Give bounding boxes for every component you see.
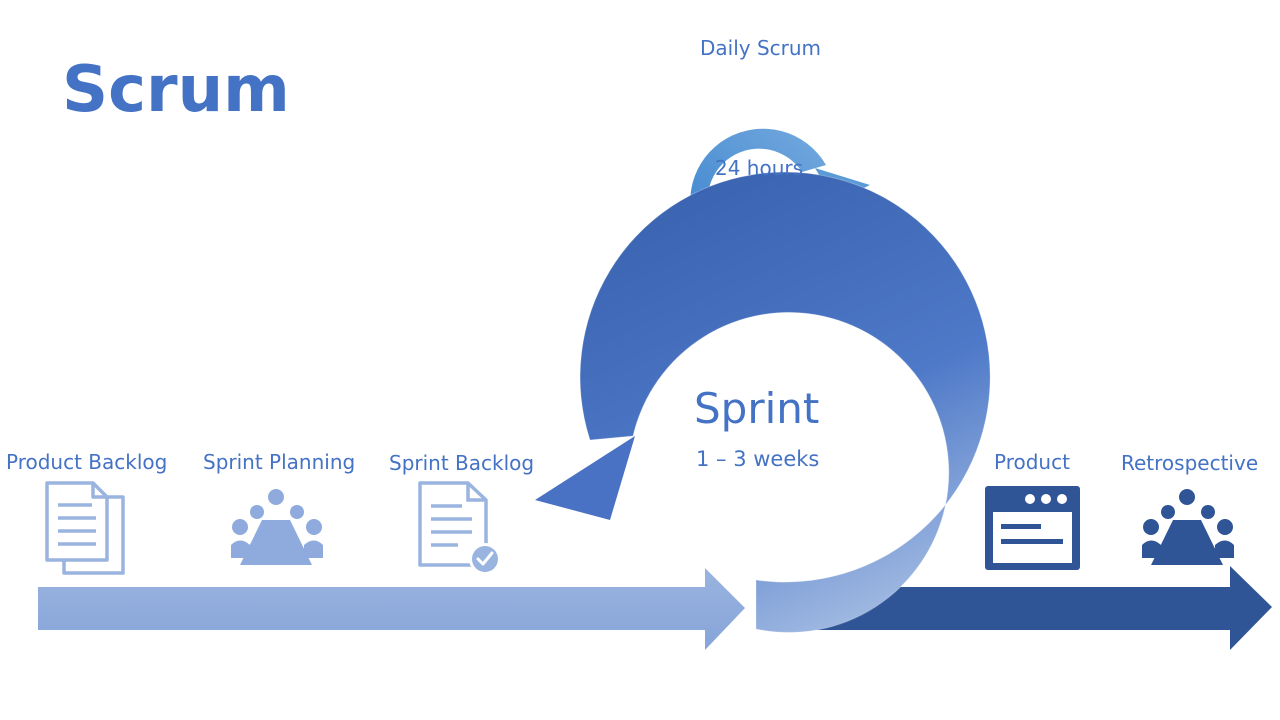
document-check-icon — [418, 481, 501, 575]
meeting-table-icon — [231, 489, 323, 565]
daily-scrum-duration: 24 hours — [715, 156, 804, 180]
stage-label-retrospective: Retrospective — [1121, 451, 1259, 475]
page-title: Scrum — [62, 53, 290, 127]
timeline-arrow-pre-sprint — [38, 568, 745, 650]
stage-label-sprint-backlog: Sprint Backlog — [389, 451, 535, 475]
stage-label-sprint-planning: Sprint Planning — [203, 450, 356, 474]
sprint-label: Sprint — [694, 384, 820, 433]
sprint-duration: 1 – 3 weeks — [696, 447, 820, 471]
daily-scrum-label: Daily Scrum — [700, 36, 822, 60]
documents-icon — [45, 481, 125, 575]
stage-label-product-backlog: Product Backlog — [6, 450, 168, 474]
browser-window-icon — [985, 486, 1080, 570]
meeting-table-icon — [1142, 489, 1234, 565]
stage-label-product: Product — [994, 450, 1070, 474]
sprint-loop-arrow — [535, 171, 991, 633]
